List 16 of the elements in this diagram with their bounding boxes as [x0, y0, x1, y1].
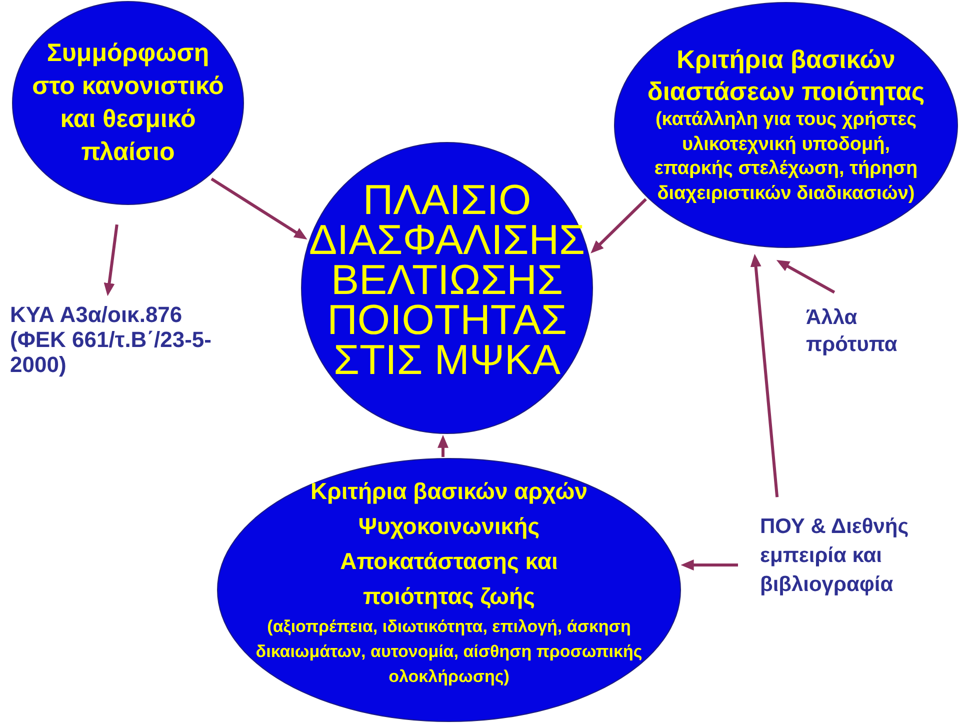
- annotation-text: ΠΟΥ & Διεθνής εμπειρία και βιβλιογραφία: [760, 514, 910, 598]
- annotation-text: ΚΥΑ Α3α/οικ.876 (ΦΕΚ 661/τ.Β΄/23-5- 2000): [10, 302, 212, 377]
- node-detail: (κατάλληλη για τους χρήστες υλικοτεχνική υποδομή, επαρκής στελέχωση, τήρηση διαχειριστικών διαδικασιών): [654, 108, 918, 206]
- arrow: [680, 560, 738, 570]
- node-title: Κριτήρια βασικών αρχών Ψυχοκοινωνικής Αποκατάστασης και ποιότητας ζωής: [309, 476, 588, 611]
- arrow: [750, 254, 779, 498]
- node-title: Κριτήρια βασικών διαστάσεων ποιότητας: [646, 45, 926, 108]
- arrow: [776, 260, 836, 294]
- arrow: [590, 198, 647, 254]
- node-title: Συμμόρφωση στο κανονιστικό και θεσμικό πλαίσιο: [31, 38, 225, 168]
- arrow: [210, 178, 308, 240]
- arrow: [104, 224, 118, 296]
- annotation-text: Άλλα πρότυπα: [806, 305, 898, 358]
- node-detail: (αξιοπρέπεια, ιδιωτικότητα, επιλογή, άσκηση δικαιωμάτων, αυτονομία, αίσθηση προσωπικής ολοκλήρωσης): [254, 616, 644, 688]
- node-title: ΠΛΑΙΣΙΟ ΔΙΑΣΦΑΛΙΣΗΣ ΒΕΛΤΙΩΣΗΣ ΠΟΙΟΤΗΤΑΣ ΣΤΙΣ ΜΨΚΑ: [308, 180, 586, 380]
- arrow: [438, 434, 448, 457]
